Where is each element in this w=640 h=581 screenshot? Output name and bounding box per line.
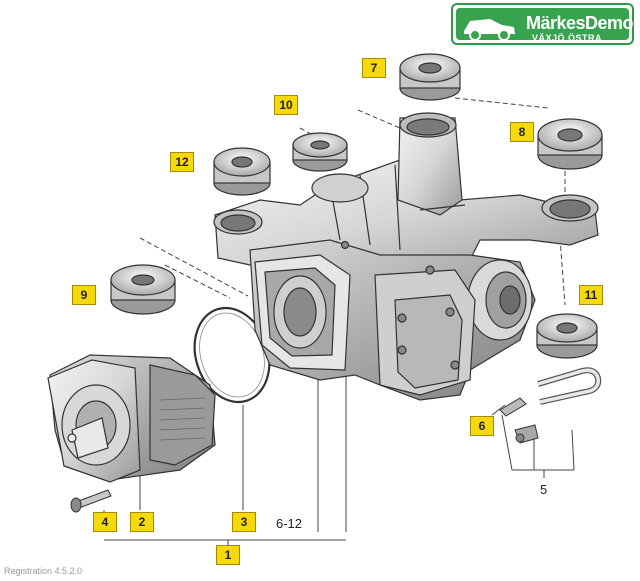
callout-1[interactable]: 1 xyxy=(216,545,240,565)
bushing-12 xyxy=(213,147,271,196)
brand-name: MärkesDemo xyxy=(526,13,634,33)
bushing-8 xyxy=(537,118,603,170)
side-cover-assembly xyxy=(47,354,216,483)
car-icon xyxy=(464,19,515,41)
breather-fitting xyxy=(499,397,539,444)
logo-background: MärkesDemo VÄXJÖ ÖSTRA xyxy=(456,8,634,43)
callout-12[interactable]: 12 xyxy=(170,152,194,172)
bushing-7 xyxy=(399,53,461,101)
footer-version: Registration 4.5.2.0 xyxy=(4,566,83,576)
callout-8[interactable]: 8 xyxy=(510,122,534,142)
callout-4[interactable]: 4 xyxy=(93,512,117,532)
brand-logo: MärkesDemo VÄXJÖ ÖSTRA xyxy=(451,3,634,45)
bushing-10 xyxy=(292,132,348,172)
callout-2[interactable]: 2 xyxy=(130,512,154,532)
callout-10[interactable]: 10 xyxy=(274,95,298,115)
vent-hose xyxy=(537,367,602,405)
bushing-11 xyxy=(536,313,598,359)
callout-6[interactable]: 6 xyxy=(470,416,494,436)
bolt xyxy=(70,489,112,513)
callout-7[interactable]: 7 xyxy=(362,58,386,78)
callout-11[interactable]: 11 xyxy=(579,285,603,305)
callout-3[interactable]: 3 xyxy=(232,512,256,532)
range-label: 6-12 xyxy=(276,516,303,531)
bushing-9 xyxy=(110,264,176,315)
rear-axle-housing xyxy=(213,112,599,401)
callout-5[interactable]: 5 xyxy=(540,482,548,497)
callout-9[interactable]: 9 xyxy=(72,285,96,305)
brand-location: VÄXJÖ ÖSTRA xyxy=(532,33,603,43)
